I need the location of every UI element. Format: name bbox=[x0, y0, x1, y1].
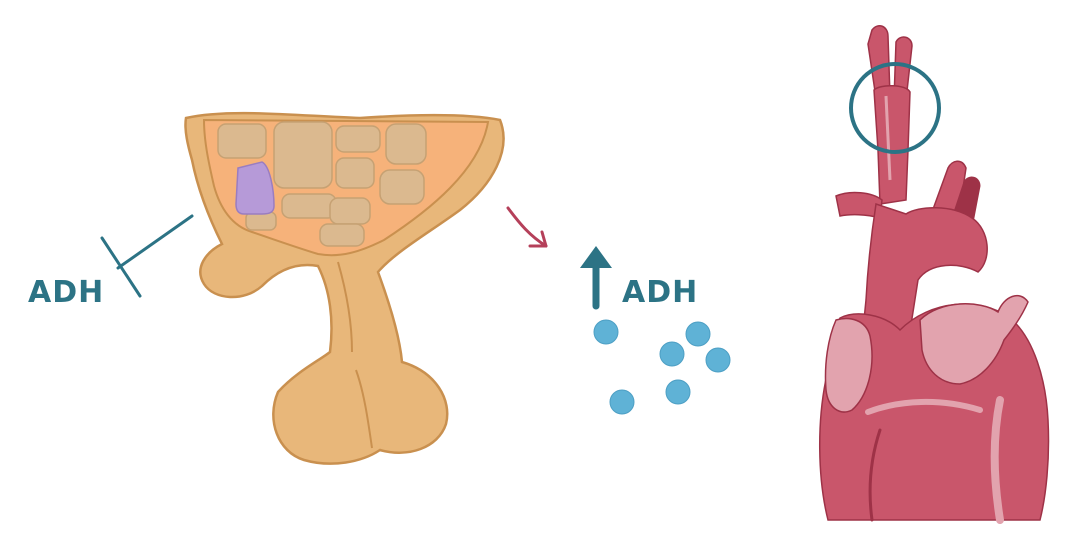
adh-molecule bbox=[609, 389, 635, 415]
adh-molecules bbox=[593, 319, 731, 415]
neuron-cell bbox=[335, 157, 375, 189]
neck-vessel bbox=[873, 85, 911, 205]
adh-molecule bbox=[685, 321, 711, 347]
adh-label-center: ADH bbox=[622, 275, 698, 310]
adh-inhibition: ADH bbox=[28, 214, 194, 310]
right-atrium bbox=[824, 317, 873, 413]
pituitary-gland bbox=[184, 111, 505, 465]
aorta bbox=[861, 203, 988, 345]
neuron-cell bbox=[335, 125, 381, 153]
highlighted-neuron-cell bbox=[235, 161, 275, 215]
coronary-vessel bbox=[990, 396, 1004, 524]
neuron-cell bbox=[385, 123, 427, 165]
adh-molecule bbox=[659, 341, 685, 367]
heart-illustration bbox=[818, 25, 1050, 524]
neuron-cell bbox=[281, 193, 337, 219]
vessel-highlight bbox=[884, 95, 892, 181]
adh-molecule bbox=[705, 347, 731, 373]
neuron-cell bbox=[217, 123, 267, 159]
arrow-up-icon bbox=[580, 246, 612, 310]
adh-molecule bbox=[593, 319, 619, 345]
coronary-vessel bbox=[868, 428, 882, 522]
pituitary-stalk bbox=[337, 261, 353, 353]
pulmonary-trunk bbox=[919, 294, 1029, 385]
adh-increase: ADH bbox=[580, 246, 698, 310]
adh-label-left: ADH bbox=[28, 275, 104, 310]
highlight-circle bbox=[849, 62, 941, 154]
neuron-cell bbox=[379, 169, 425, 205]
inhibition-bar-icon bbox=[100, 214, 194, 298]
neuron-cell bbox=[329, 197, 371, 225]
pituitary-lobe-divider bbox=[355, 369, 373, 449]
neuron-cells bbox=[217, 121, 427, 247]
arrow-down-right-icon bbox=[506, 206, 548, 248]
neuron-cell bbox=[319, 223, 365, 247]
adh-molecule bbox=[665, 379, 691, 405]
coronary-vessel bbox=[865, 398, 983, 415]
neuron-cell bbox=[273, 121, 333, 189]
